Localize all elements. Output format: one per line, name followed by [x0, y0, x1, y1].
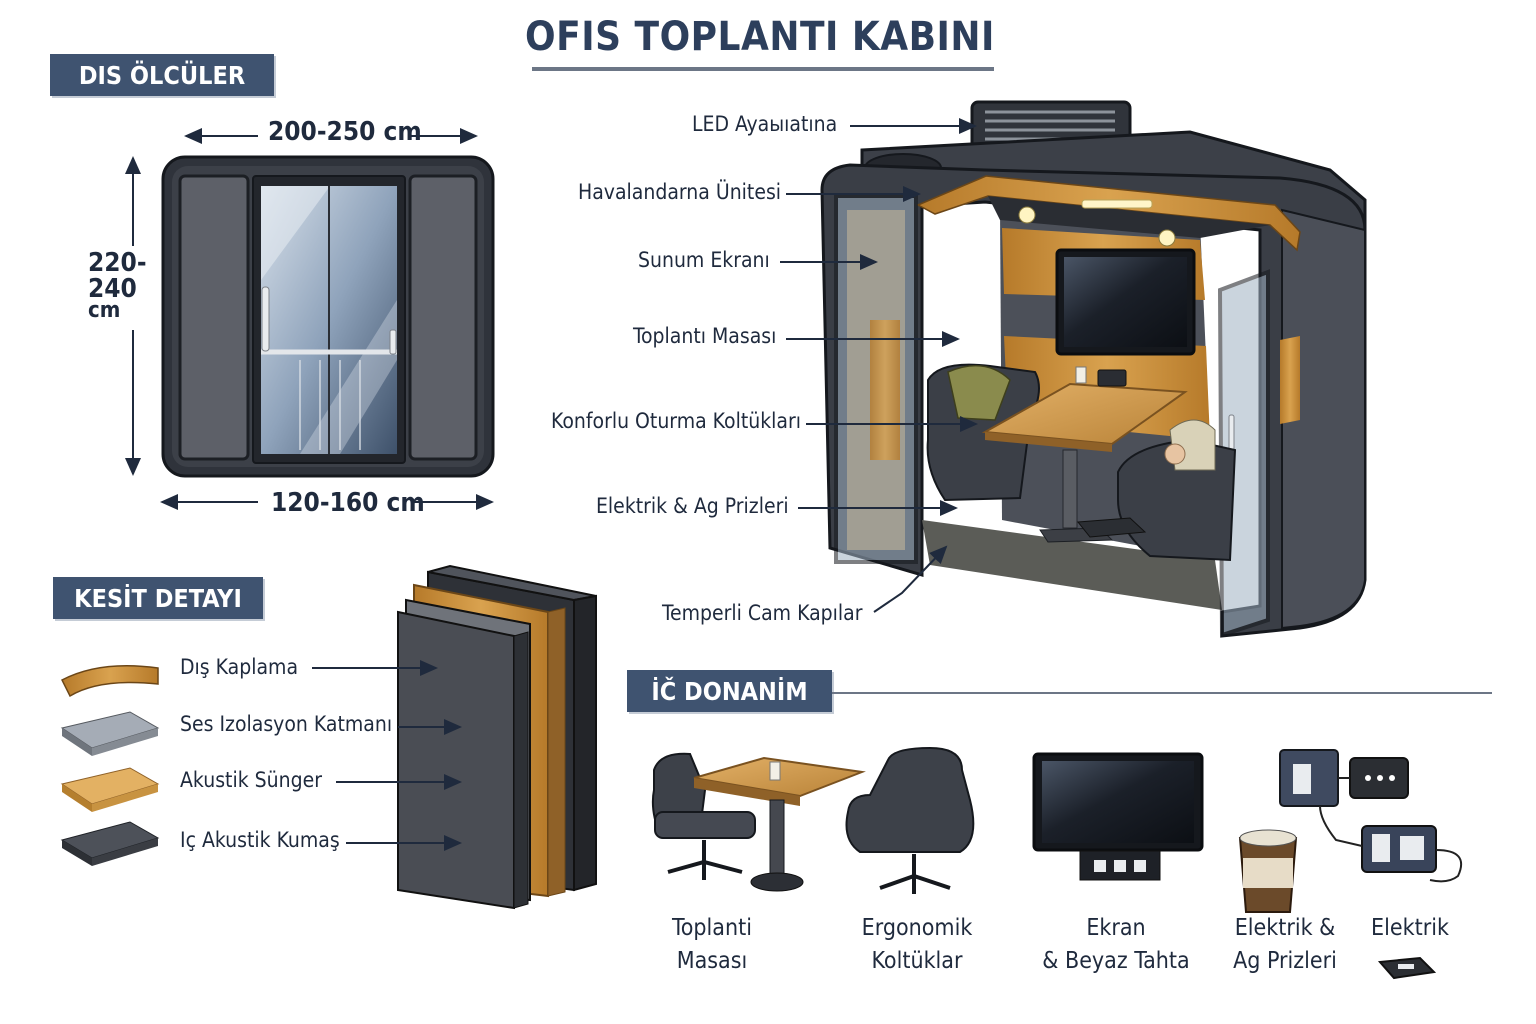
height-dimension: 220- 240 cm: [88, 248, 147, 323]
callout-tempered-glass-doors: Temperli Cam Kapılar: [662, 601, 863, 625]
equipment-power-network: Elektrik & Ag Prizleri: [1222, 912, 1348, 978]
callout-presentation-screen: Sunum Ekranı: [638, 248, 770, 272]
height-dimension-line1: 220-: [88, 248, 147, 278]
foam-icon: [60, 767, 160, 812]
width-dimension: 200-250 cm: [268, 117, 422, 147]
callout-ventilation-unit: Havalandarna Ünitesi: [578, 180, 782, 204]
height-dimension-unit: cm: [88, 298, 121, 323]
layer-inner-fabric: Iç Akustik Kumaş: [180, 828, 340, 852]
layer-sound-insulation: Ses Izolasyon Katmanı: [180, 712, 393, 736]
height-dimension-line2: 240: [88, 274, 137, 304]
callout-led-lighting: LED Ayaыıatına: [692, 112, 838, 136]
callout-lines: [780, 118, 978, 613]
fabric-icon: [60, 821, 160, 866]
section-cross-detail: KESİT DETAYI: [53, 577, 263, 619]
section-exterior-dimensions: DIS ÖLCÜLER: [50, 54, 274, 96]
layer-acoustic-foam: Akustik Sünger: [180, 768, 322, 792]
depth-dimension: 120-160 cm: [271, 488, 425, 518]
interior-rule: [832, 692, 1492, 694]
equipment-label: Ekran: [1086, 915, 1146, 941]
equipment-label: Ergonomik: [861, 915, 973, 941]
callout-power-network-outlets: Elektrik & Ag Prizleri: [596, 494, 789, 518]
equipment-label: & Beyaz Tahta: [1042, 948, 1190, 974]
equipment-power: Elektrik: [1360, 912, 1460, 945]
cabin-perspective-drawing: [820, 100, 1367, 638]
equipment-label: Elektrik: [1371, 915, 1449, 941]
title-underline: [532, 67, 994, 71]
callout-meeting-table: Toplantı Masası: [633, 324, 777, 348]
page-title: OFIS TOPLANTI KABINI: [525, 14, 995, 60]
layer-icons: [60, 664, 160, 866]
wall-cross-section-drawing: [397, 564, 597, 910]
layer-callout-lines: [312, 660, 462, 851]
equipment-screen-whiteboard: Ekran & Beyaz Tahta: [1036, 912, 1196, 978]
equipment-meeting-table: Toplanti Masası: [652, 912, 772, 978]
equipment-label: Toplanti: [672, 915, 752, 941]
equipment-ergonomic-chairs: Ergonomik Koltüklar: [850, 912, 984, 978]
equipment-drawings: [651, 746, 1463, 980]
equipment-label: Ag Prizleri: [1233, 948, 1337, 974]
callout-comfortable-seats: Konforlu Oturma Koltükları: [551, 409, 801, 433]
insulation-icon: [60, 711, 160, 756]
equipment-label: Elektrik &: [1234, 915, 1336, 941]
layer-outer-cladding: Dış Kaplama: [180, 655, 299, 679]
wood-panel-icon: [61, 664, 159, 698]
equipment-label: Masası: [676, 948, 748, 974]
front-elevation-drawing: [125, 128, 495, 510]
section-interior-equipment: İČ DONANİM: [627, 670, 832, 712]
equipment-label: Koltüklar: [871, 948, 963, 974]
